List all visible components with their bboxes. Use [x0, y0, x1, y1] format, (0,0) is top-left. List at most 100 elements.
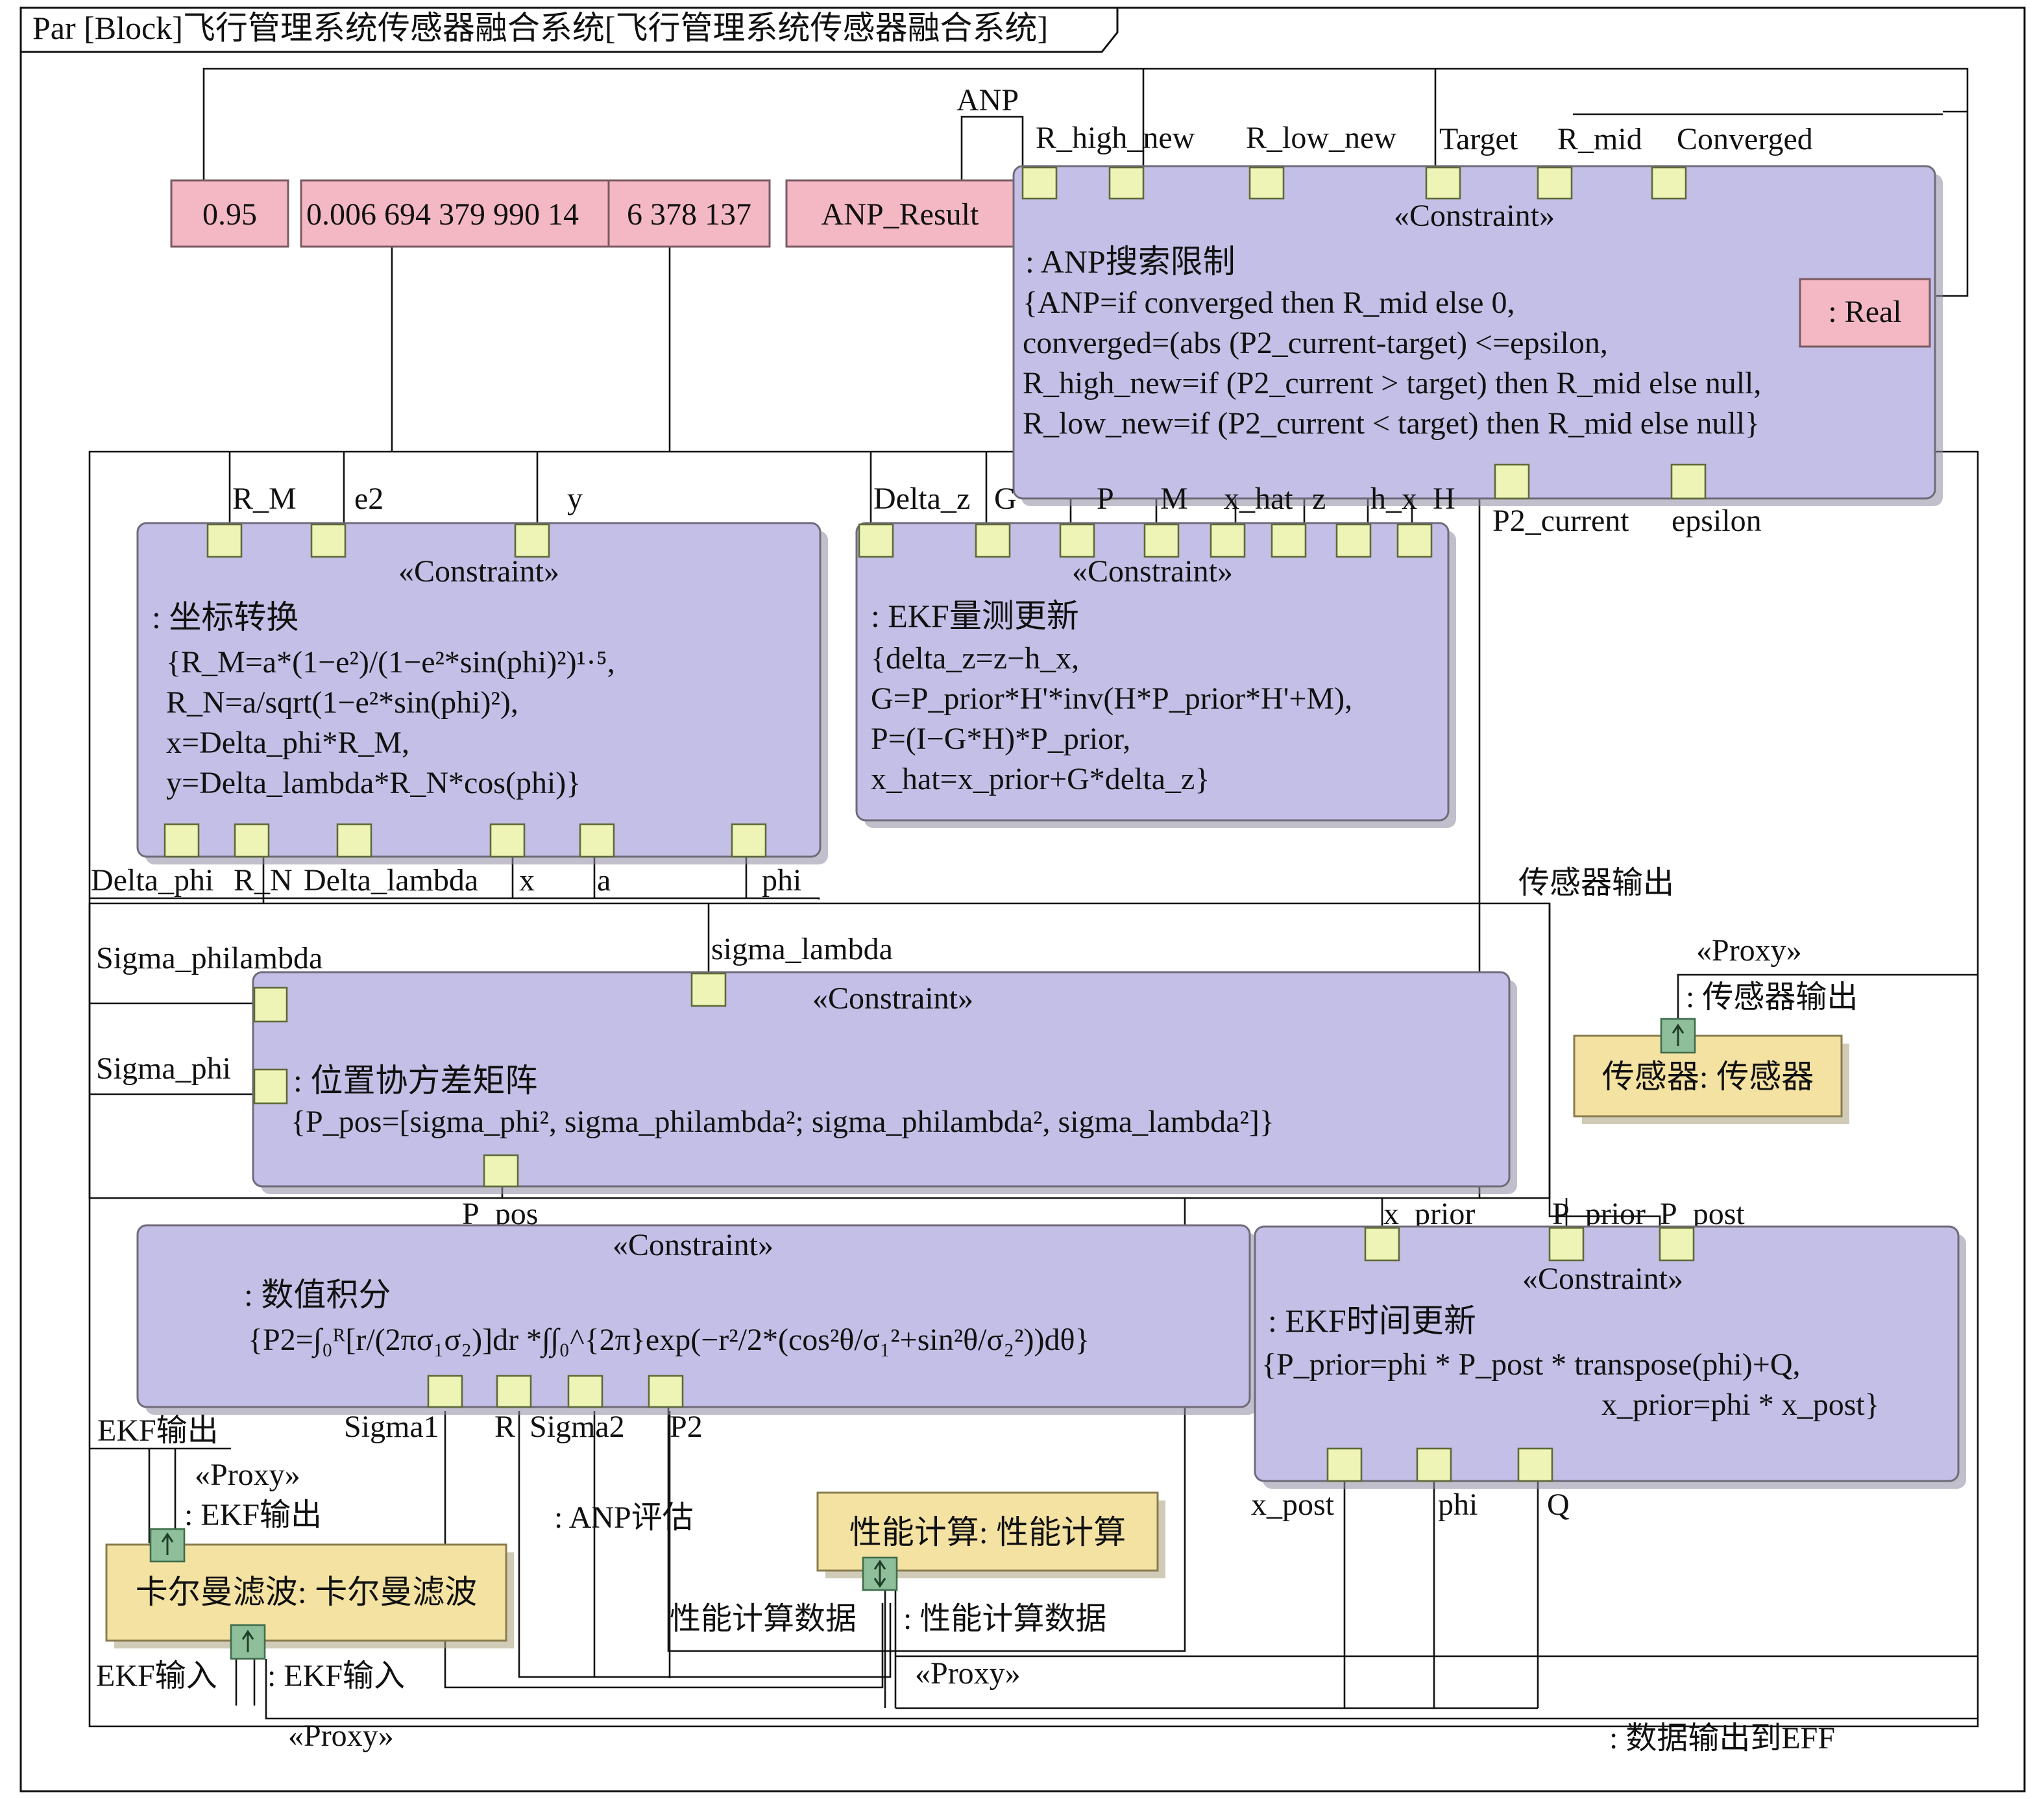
constraint-ekf-time-update[interactable]: «Constraint» : EKF时间更新 {P_prior=phi * P_… — [1254, 1225, 1966, 1489]
perf-part-name: 性能计算: 性能计算 — [849, 1514, 1126, 1550]
constraint-position-covariance[interactable]: «Constraint» : 位置协方差矩阵 {P_pos=[sigma_phi… — [252, 971, 1517, 1194]
port-label-delta-z: Delta_z — [873, 482, 970, 516]
kalman-in-proxy-name: : EKF输入 — [267, 1659, 405, 1693]
arrow-up-icon — [161, 1532, 174, 1555]
perf-proxy-stereotype: «Proxy» — [915, 1656, 1021, 1691]
coord-line-1: {R_M=a*(1−e²)/(1−e²*sin(phi)²)¹·⁵, — [166, 645, 615, 679]
port-label-target: Target — [1439, 122, 1518, 156]
ekfm-stereotype: «Constraint» — [1072, 554, 1233, 589]
frame-title: Par [Block]飞行管理系统传感器融合系统[飞行管理系统传感器融合系统] — [32, 10, 1048, 46]
data-output-label: : 数据输出到EFF — [1609, 1721, 1835, 1756]
ekfm-line-2: G=P_prior*H'*inv(H*P_prior*H'+M), — [871, 681, 1352, 716]
ekfm-ports[interactable] — [858, 523, 1433, 558]
ekft-stereotype: «Constraint» — [1522, 1262, 1683, 1296]
port-label-delta-phi: Delta_phi — [91, 863, 213, 898]
kalman-out-proxy-port[interactable] — [149, 1528, 186, 1563]
poscov-stereotype: «Constraint» — [812, 981, 973, 1016]
arrow-updown-icon — [873, 1560, 886, 1588]
port-label-e2: e2 — [354, 482, 383, 516]
part-kalman-filter[interactable]: 卡尔曼滤波: 卡尔曼滤波 — [105, 1543, 514, 1648]
value-box-e2[interactable]: 0.006 694 379 990 14 — [300, 179, 610, 248]
port-label-r-m: R_M — [232, 482, 297, 516]
constraint-coord-transform[interactable]: «Constraint» : 坐标转换 {R_M=a*(1−e²)/(1−e²*… — [136, 522, 828, 864]
port-label-r-low-new: R_low_new — [1246, 121, 1396, 155]
ekft-ports[interactable] — [1326, 1227, 1695, 1482]
ekfm-line-3: P=(I−G*H)*P_prior, — [871, 722, 1130, 756]
port-label-r-mid: R_mid — [1557, 122, 1642, 156]
numint-line: {P2=∫₀ᴿ[r/(2πσ₁σ₂)]dr *∫∫₀^{2π}exp(−r²/2… — [248, 1323, 1089, 1358]
kalman-out-proxy-name: : EKF输出 — [184, 1498, 322, 1532]
port-label-p: P — [1097, 482, 1114, 516]
numint-stereotype: «Constraint» — [613, 1228, 773, 1262]
arrow-up-icon — [1672, 1023, 1685, 1046]
anp-line-3: R_high_new=if (P2_current > target) then… — [1023, 366, 1761, 400]
value-e2: 0.006 694 379 990 14 — [306, 197, 579, 232]
value-box-a[interactable]: 6 378 137 — [607, 179, 771, 248]
frame-title-tab — [19, 6, 1119, 53]
value-095: 0.95 — [202, 197, 257, 232]
ekft-line-2: x_prior=phi * x_post} — [1601, 1388, 1880, 1422]
coord-name: : 坐标转换 — [152, 599, 298, 635]
part-performance[interactable]: 性能计算: 性能计算 — [816, 1491, 1165, 1578]
value-anp-result: ANP_Result — [821, 197, 979, 232]
coord-line-3: x=Delta_phi*R_M, — [166, 726, 409, 760]
numint-ports[interactable] — [427, 1375, 684, 1408]
anp-ports[interactable] — [1021, 166, 1707, 500]
constraint-numeric-integration[interactable]: «Constraint» : 数值积分 {P2=∫₀ᴿ[r/(2πσ₁σ₂)]d… — [136, 1224, 1258, 1415]
port-label-r-high-new: R_high_new — [1036, 121, 1195, 155]
kalman-out-proxy-stereotype: «Proxy» — [195, 1458, 300, 1492]
sensor-proxy-port[interactable] — [1660, 1018, 1696, 1054]
sensor-output-label: 传感器输出 — [1518, 866, 1674, 900]
perf-data-label: 性能计算数据 — [670, 1602, 857, 1636]
port-label-sigma-lambda: sigma_lambda — [711, 932, 893, 966]
port-label-p2-current: P2_current — [1492, 504, 1629, 538]
port-label-x-hat: x_hat — [1224, 482, 1293, 516]
port-label-epsilon: epsilon — [1672, 504, 1762, 538]
port-label-anp: ANP — [956, 83, 1019, 117]
kalman-in-proxy-port[interactable] — [230, 1624, 266, 1660]
constraint-anp-search[interactable]: «Constraint» : ANP搜索限制 {ANP=if converged… — [1012, 165, 1943, 506]
port-label-x-prior: x_prior — [1383, 1197, 1475, 1231]
anp-name: : ANP搜索限制 — [1025, 243, 1235, 280]
ekfm-name: : EKF量测更新 — [871, 598, 1079, 634]
coord-stereotype: «Constraint» — [398, 554, 559, 589]
ekft-name: : EKF时间更新 — [1268, 1303, 1476, 1339]
constraint-ekf-measurement[interactable]: «Constraint» : EKF量测更新 {delta_z=z−h_x, G… — [855, 522, 1456, 828]
value-box-real[interactable]: : Real — [1799, 278, 1931, 348]
poscov-name: : 位置协方差矩阵 — [293, 1062, 537, 1099]
anp-line-1: {ANP=if converged then R_mid else 0, — [1023, 286, 1515, 320]
sensor-proxy-stereotype: «Proxy» — [1696, 933, 1802, 968]
sensor-proxy-name: : 传感器输出 — [1686, 980, 1858, 1014]
port-label-sigma2: Sigma2 — [529, 1410, 625, 1444]
arrow-up-icon — [241, 1630, 254, 1652]
port-label-q: Q — [1547, 1487, 1570, 1522]
anp-line-2: converged=(abs (P2_current-target) <=eps… — [1023, 326, 1608, 360]
value-box-anp-result[interactable]: ANP_Result — [785, 179, 1015, 248]
sensor-part-name: 传感器: 传感器 — [1602, 1059, 1814, 1095]
ekfm-line-1: {delta_z=z−h_x, — [871, 641, 1079, 676]
kalman-in-proxy-stereotype: «Proxy» — [288, 1719, 394, 1753]
port-label-y: y — [567, 482, 583, 516]
port-label-h: H — [1433, 482, 1455, 516]
anp-eval-label: : ANP评估 — [554, 1500, 694, 1535]
value-box-095[interactable]: 0.95 — [170, 179, 289, 248]
port-label-p2: P2 — [670, 1410, 703, 1444]
port-label-g: G — [994, 482, 1017, 516]
perf-proxy-port[interactable] — [862, 1556, 898, 1591]
poscov-ports[interactable] — [253, 972, 727, 1188]
numint-name: : 数值积分 — [244, 1277, 391, 1313]
port-label-x-post: x_post — [1251, 1487, 1335, 1522]
port-label-sigma-phi: Sigma_phi — [96, 1051, 231, 1086]
anp-line-4: R_low_new=if (P2_current < target) then … — [1023, 406, 1760, 441]
value-a: 6 378 137 — [627, 197, 751, 232]
port-label-x: x — [519, 863, 535, 898]
port-label-z: z — [1312, 482, 1326, 516]
part-sensor[interactable]: 传感器: 传感器 — [1573, 1034, 1849, 1124]
port-label-r-n: R_N — [234, 863, 293, 898]
kalman-part-name: 卡尔曼滤波: 卡尔曼滤波 — [136, 1574, 477, 1610]
coord-ports[interactable] — [164, 523, 767, 858]
port-label-converged: Converged — [1677, 122, 1813, 156]
coord-line-4: y=Delta_lambda*R_N*cos(phi)} — [166, 766, 581, 800]
ekft-line-1: {P_prior=phi * P_post * transpose(phi)+Q… — [1261, 1347, 1800, 1382]
port-label-p-prior: P_prior — [1552, 1197, 1646, 1231]
